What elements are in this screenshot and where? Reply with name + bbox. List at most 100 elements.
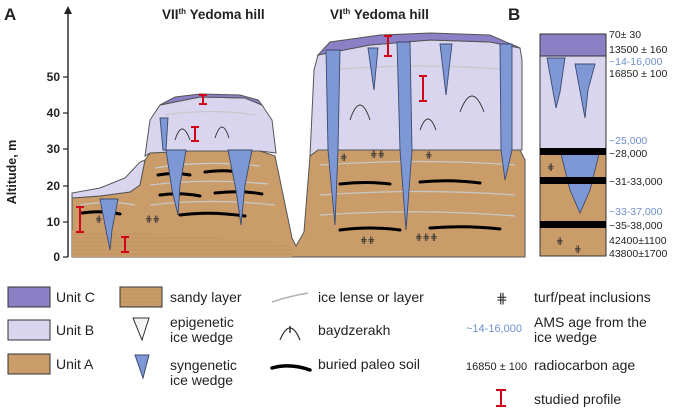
- paleo-soil-line: [178, 211, 247, 218]
- cross-section: ⋕ ⋕ ⋕⋕ ⋕ ⋕ ⋕⋕ ⋕ ⋕⋕ ⋕⋕⋕: [71, 32, 526, 258]
- ice-wedge: [439, 43, 453, 96]
- turf-mark: ⋕⋕: [370, 149, 385, 159]
- column-label-ams: ~14-16,000: [609, 56, 663, 68]
- profile-marker: [199, 94, 207, 105]
- column-label: ~35-38,000: [609, 220, 663, 232]
- column-label-ams: ~25,000: [609, 135, 647, 147]
- legend-label-radiocarbon: radiocarbon age: [534, 357, 635, 373]
- profile-marker: [76, 206, 84, 233]
- y-tick-label: 10: [47, 215, 61, 229]
- column-label: ~28,000: [609, 148, 647, 160]
- legend-swatch-unit-c: [7, 286, 51, 308]
- column-label: ~31-33,000: [609, 176, 663, 188]
- ice-lens: [319, 190, 516, 196]
- ice-wedge: [325, 49, 341, 226]
- vi-hill-title: VIth Yedoma hill: [330, 7, 429, 22]
- column-paleo-soil: [540, 148, 606, 155]
- legend-label-unit-a: Unit A: [56, 356, 94, 372]
- ice-lenses: [79, 65, 516, 217]
- legend-label-unit-c: Unit C: [56, 289, 95, 305]
- y-axis: 0 10 20 30 40 50: [47, 6, 72, 264]
- y-axis-arrow: [64, 6, 72, 14]
- baydzerakh: [459, 95, 485, 113]
- column-label-ams: ~33-37,000: [609, 206, 663, 218]
- ice-lens: [149, 180, 269, 186]
- column-unit-c: [539, 33, 607, 57]
- ice-lens: [329, 65, 511, 71]
- turf-mark: ⋕⋕: [360, 235, 375, 245]
- baydzerakh: [349, 104, 371, 121]
- legend-label-syngenetic: syngenetic: [170, 357, 237, 373]
- syngenetic-wedges: [99, 41, 513, 251]
- legend-label-epigenetic: epigenetic: [170, 314, 234, 330]
- legend-label-paleo-soil: buried paleo soil: [318, 356, 420, 372]
- turf-mark: ⋕: [556, 236, 564, 246]
- legend-label-unit-b: Unit B: [56, 322, 94, 338]
- unit-b-vi: [309, 39, 523, 158]
- paleo-soil-line: [418, 179, 482, 185]
- legend-swatch-unit-b: [7, 319, 51, 341]
- legend-label-profile: studied profile: [534, 391, 621, 407]
- ice-wedge: [99, 198, 119, 251]
- unit-b-slope: [71, 159, 146, 199]
- paleo-soil-line: [338, 181, 392, 186]
- legend-ice-lense-icon: [271, 292, 309, 303]
- turf-mark: ⋕: [95, 214, 103, 224]
- column-label: 70± 30: [609, 29, 641, 41]
- vii-hill-title: VIIth Yedoma hill: [162, 7, 265, 22]
- baydzerakhs: [174, 95, 485, 141]
- y-tick-label: 20: [47, 179, 61, 193]
- turf-mark: ⋕: [340, 152, 348, 162]
- studied-profiles: [76, 35, 427, 253]
- legend-label-baydzerakh: baydzerakh: [318, 322, 390, 338]
- legend-label-ams-2: ice wedge: [534, 329, 597, 345]
- column-b: ⋕ ⋕ ⋕ 70± 30 13500 ± 160 ~14-16,000 1685…: [539, 29, 667, 260]
- column-label: 16850 ± 100: [609, 68, 667, 80]
- paleo-soil-line: [338, 226, 402, 232]
- column-ice-wedge: [574, 63, 596, 119]
- legend-label-epigenetic-2: ice wedge: [170, 329, 233, 345]
- turf-mark: ⋕: [547, 162, 555, 172]
- ice-lens: [319, 211, 516, 217]
- column-paleo-soil: [540, 221, 606, 228]
- legend-radiocarbon-sample: 16850 ± 100: [466, 361, 527, 373]
- paleo-soil-line: [158, 192, 202, 198]
- unit-c-vii: [159, 93, 264, 107]
- ice-wedge: [396, 41, 413, 231]
- ice-wedge: [499, 43, 513, 181]
- profile-marker: [191, 126, 199, 142]
- column-label: 13500 ± 160: [609, 44, 667, 56]
- turf-mark: ⋕: [574, 244, 582, 254]
- panel-letter-a: A: [4, 5, 16, 24]
- legend: Unit C Unit B Unit A sandy layer epigene…: [7, 286, 651, 407]
- turf-mark: ⋕: [425, 150, 433, 160]
- legend-epigenetic-wedge-icon: [132, 317, 150, 342]
- legend-label-turf: turf/peat inclusions: [534, 289, 651, 305]
- y-tick-label: 0: [53, 250, 60, 264]
- y-tick-label: 50: [47, 70, 61, 84]
- legend-turf-icon: ⋕: [496, 290, 508, 306]
- y-tick-label: 30: [47, 142, 61, 156]
- legend-label-sandy-layer: sandy layer: [170, 289, 242, 305]
- column-paleo-soil: [540, 177, 606, 184]
- ice-lens: [319, 160, 516, 166]
- y-axis-label: Altitude, m: [5, 140, 19, 205]
- legend-swatch-sandy-layer: [119, 286, 163, 308]
- paleo-soil-line: [428, 225, 502, 231]
- column-label: 43800±1700: [609, 248, 667, 260]
- column-ice-wedge: [546, 57, 566, 109]
- ice-lens: [164, 110, 256, 116]
- profile-marker: [419, 75, 427, 102]
- baydzerakh: [419, 118, 437, 131]
- profile-marker: [384, 35, 392, 57]
- turf-mark: ⋕⋕: [145, 214, 160, 224]
- legend-paleo-soil-icon: [270, 364, 312, 372]
- y-tick-label: 40: [47, 106, 61, 120]
- legend-label-syngenetic-2: ice wedge: [170, 372, 233, 388]
- ice-wedge: [159, 117, 169, 151]
- ice-wedge: [367, 47, 379, 91]
- legend-swatch-unit-a: [7, 353, 51, 375]
- legend-syngenetic-wedge-icon: [134, 354, 150, 380]
